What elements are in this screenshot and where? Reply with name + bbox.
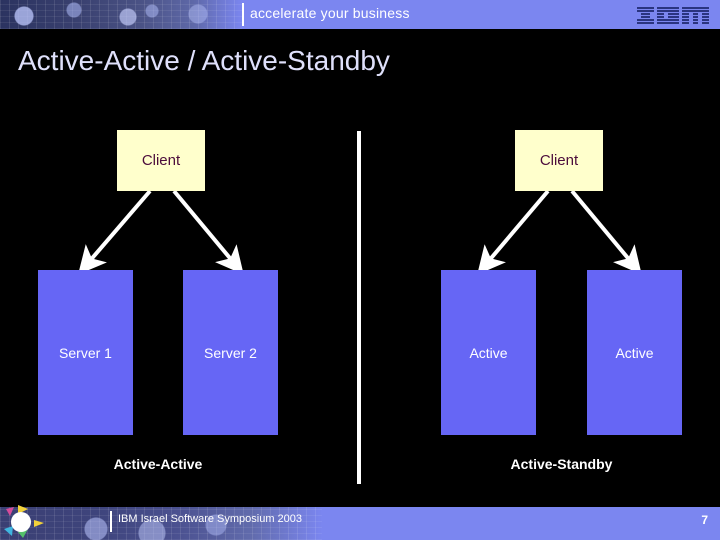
arrow-client-to-active-primary — [477, 189, 550, 275]
group-caption-active-active: Active-Active — [113, 456, 203, 472]
client-box-label: Client — [141, 152, 181, 169]
symposium-logo-icon — [4, 505, 44, 538]
header-tagline: accelerate your business — [250, 5, 410, 21]
server-box-label: Server 2 — [204, 344, 257, 361]
server-box-server-2[interactable]: Server 2 — [183, 270, 278, 435]
footer-divider-rule — [110, 511, 112, 532]
server-box-active-primary[interactable]: Active — [441, 270, 536, 435]
ibm-logo-icon — [637, 7, 709, 24]
server-box-label: Server 1 — [59, 344, 112, 361]
client-box-active-active[interactable]: Client — [117, 130, 205, 191]
server-box-server-1[interactable]: Server 1 — [38, 270, 133, 435]
page-number: 7 — [701, 513, 708, 527]
arrow-client-to-server1 — [78, 189, 152, 275]
footer-band — [0, 507, 720, 540]
client-box-label: Client — [539, 152, 579, 169]
server-box-label: Active — [615, 344, 654, 361]
footer-text: IBM Israel Software Symposium 2003 — [118, 513, 303, 525]
diagram-divider — [357, 131, 361, 484]
header-decoration-image — [0, 0, 242, 29]
arrow-client-to-active-secondary — [570, 189, 642, 275]
server-box-active-secondary[interactable]: Active — [587, 270, 682, 435]
arrow-client-to-server2 — [172, 189, 244, 275]
client-box-active-standby[interactable]: Client — [515, 130, 603, 191]
server-box-label: Active — [469, 344, 508, 361]
page-title: Active-Active / Active-Standby — [18, 45, 390, 76]
header-divider-rule — [242, 3, 244, 26]
group-caption-active-standby: Active-Standby — [510, 456, 613, 472]
footer-decoration-image — [0, 507, 322, 540]
header-band: accelerate your business — [0, 0, 720, 29]
